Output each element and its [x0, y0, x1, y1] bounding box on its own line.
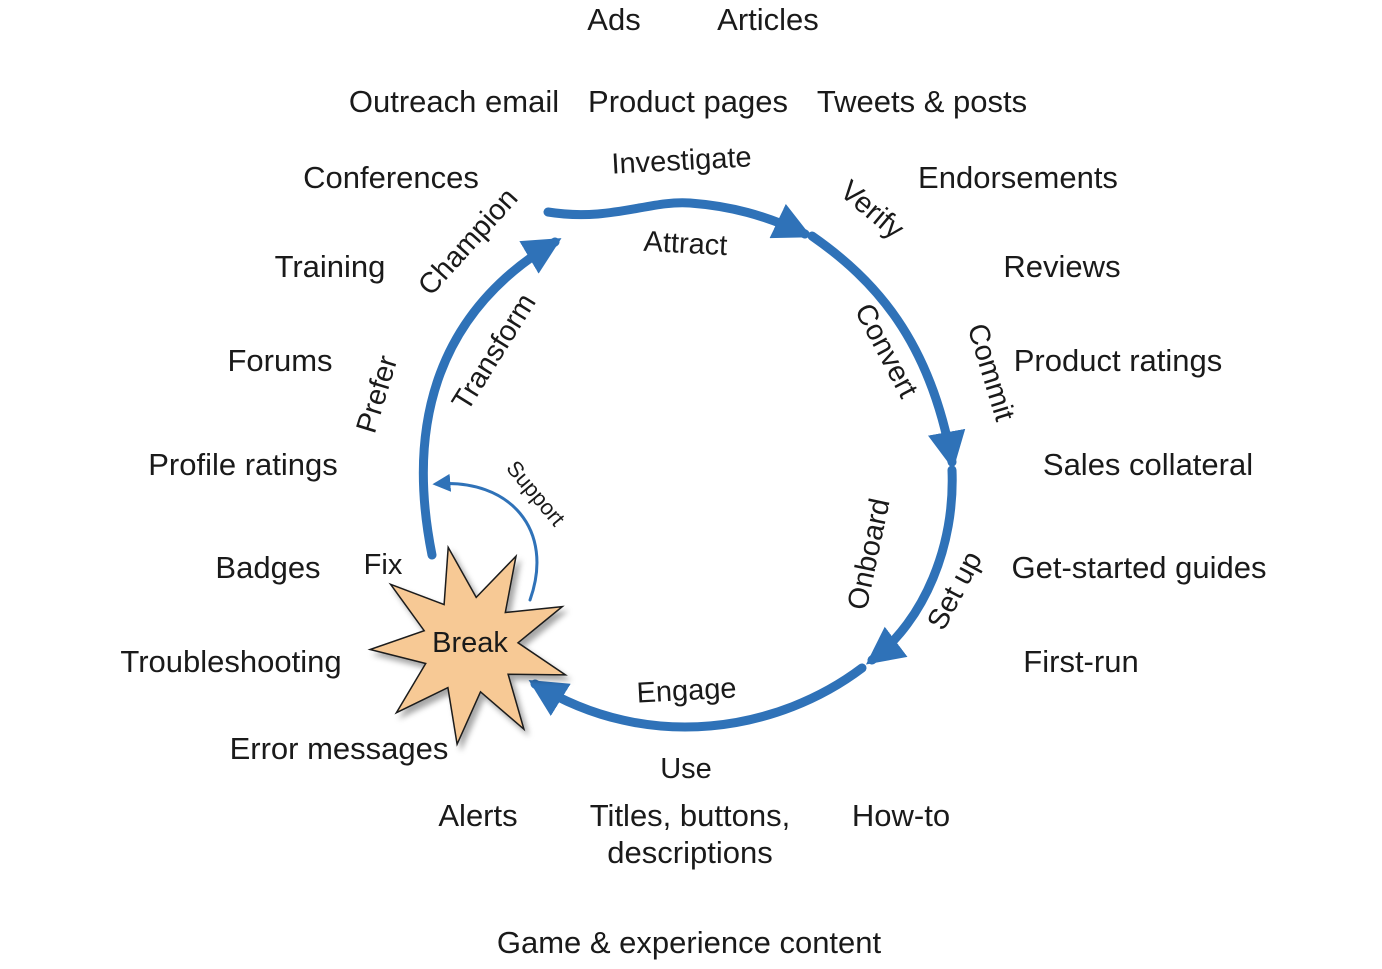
content-alerts: Alerts: [438, 798, 517, 833]
stage-commit: Commit: [961, 320, 1021, 425]
content-profile-ratings: Profile ratings: [148, 447, 338, 482]
content-descriptions: descriptions: [607, 835, 772, 870]
content-ads: Ads: [587, 2, 640, 37]
content-game-experience: Game & experience content: [497, 925, 882, 960]
convert-arrow: [807, 231, 966, 470]
content-product-ratings: Product ratings: [1014, 343, 1223, 378]
content-outreach-email: Outreach email: [349, 84, 559, 119]
stage-investigate: Investigate: [611, 141, 753, 180]
support-arrow: [432, 473, 539, 602]
engage-arrow: [528, 663, 867, 732]
stage-transform: Transform: [446, 288, 543, 416]
content-forums: Forums: [227, 343, 332, 378]
break-label: Break: [432, 627, 508, 659]
content-conferences: Conferences: [303, 160, 479, 195]
stage-engage: Engage: [636, 672, 738, 709]
content-titles-buttons: Titles, buttons,: [590, 798, 790, 833]
stage-verify: Verify: [834, 175, 911, 246]
content-articles: Articles: [717, 2, 819, 37]
content-how-to: How-to: [852, 798, 950, 833]
stage-support: Support: [501, 456, 570, 531]
content-first-run: First-run: [1023, 644, 1138, 679]
stage-fix: Fix: [364, 549, 403, 581]
stage-champion: Champion: [412, 182, 524, 302]
content-get-started-guides: Get-started guides: [1011, 550, 1266, 585]
content-badges: Badges: [215, 550, 320, 585]
content-training: Training: [275, 249, 386, 284]
stage-attract: Attract: [643, 226, 728, 262]
content-endorsements: Endorsements: [918, 160, 1118, 195]
content-product-pages: Product pages: [588, 84, 788, 119]
content-reviews: Reviews: [1003, 249, 1120, 284]
stage-use: Use: [660, 753, 712, 785]
break-burst-icon: [367, 544, 568, 747]
content-sales-collateral: Sales collateral: [1043, 447, 1253, 482]
stage-prefer: Prefer: [351, 352, 405, 437]
stage-onboard: Onboard: [842, 496, 897, 613]
content-tweets-posts: Tweets & posts: [817, 84, 1027, 119]
attract-arrow: [543, 198, 812, 239]
onboard-arrow: [865, 465, 957, 665]
content-error-messages: Error messages: [230, 731, 449, 766]
content-troubleshooting: Troubleshooting: [120, 644, 341, 679]
transform-arrow: [418, 237, 562, 560]
